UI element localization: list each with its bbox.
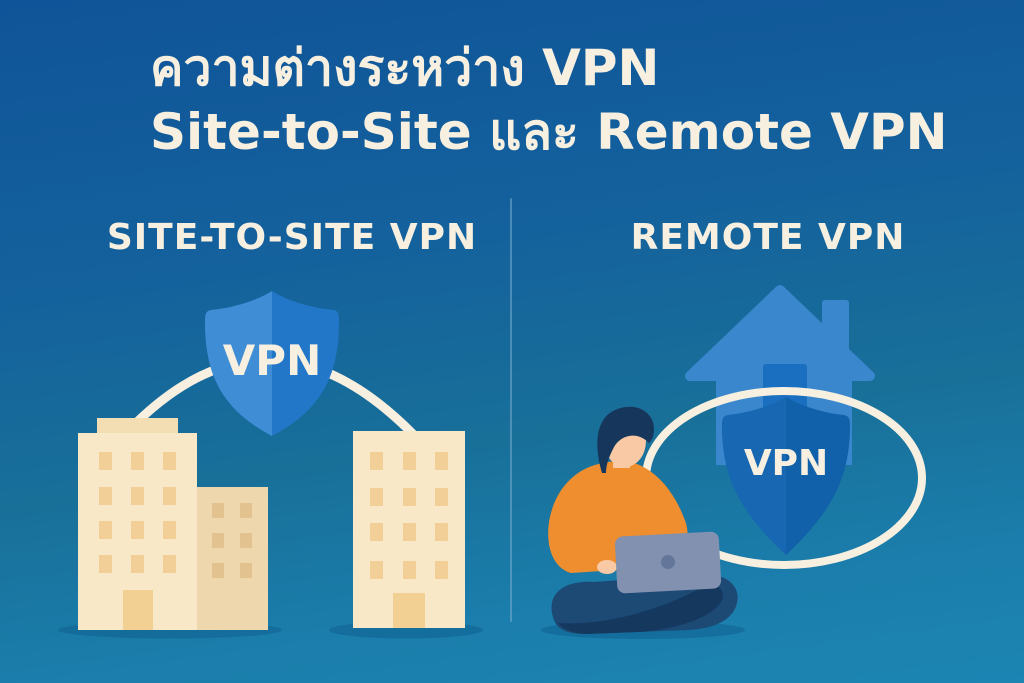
shield-icon <box>722 397 850 555</box>
building-door <box>393 593 425 628</box>
window <box>163 487 176 505</box>
remote-vpn-illustration <box>541 285 926 639</box>
office-building-icon <box>353 431 465 628</box>
window <box>435 488 448 506</box>
building-annex <box>197 487 268 630</box>
window <box>370 523 383 541</box>
window <box>131 555 144 573</box>
window <box>212 503 224 518</box>
window <box>99 521 112 539</box>
window <box>370 488 383 506</box>
window <box>99 487 112 505</box>
window <box>163 452 176 470</box>
window <box>163 521 176 539</box>
window <box>403 523 416 541</box>
poster-title-line-2: Site-to-Site และ Remote VPN <box>150 103 948 161</box>
shield-label-remote: VPN <box>743 443 829 484</box>
window <box>403 561 416 579</box>
laptop-icon <box>615 531 722 594</box>
window <box>403 488 416 506</box>
laptop-logo <box>661 555 675 569</box>
hand <box>597 560 617 574</box>
shield-label-site-to-site: VPN <box>222 336 322 385</box>
window <box>212 563 224 578</box>
window <box>163 555 176 573</box>
window <box>99 452 112 470</box>
window <box>370 452 383 470</box>
poster-title-line-1: ความต่างระหว่าง VPN <box>150 39 660 97</box>
hair <box>597 406 654 473</box>
window <box>240 563 252 578</box>
window <box>212 533 224 548</box>
window <box>99 555 112 573</box>
window <box>131 521 144 539</box>
window <box>131 487 144 505</box>
heading-remote-vpn: REMOTE VPN <box>630 217 906 258</box>
window <box>435 452 448 470</box>
shield-highlight <box>205 291 272 436</box>
office-building-icon <box>78 418 268 630</box>
shield-highlight <box>722 397 786 555</box>
heading-site-to-site-vpn: SITE-TO-SITE VPN <box>106 217 478 258</box>
poster-title: ความต่างระหว่าง VPN Site-to-Site และ Rem… <box>150 36 948 164</box>
window <box>240 503 252 518</box>
window <box>403 452 416 470</box>
person-with-laptop <box>541 406 745 639</box>
building-door <box>123 590 153 630</box>
leg-front <box>558 585 723 634</box>
window <box>435 523 448 541</box>
window <box>240 533 252 548</box>
window <box>370 561 383 579</box>
panel-divider <box>510 198 512 622</box>
shield-icon <box>205 291 339 436</box>
window <box>131 452 144 470</box>
roof-block <box>97 418 178 434</box>
window <box>435 561 448 579</box>
site-to-site-illustration <box>58 291 483 639</box>
